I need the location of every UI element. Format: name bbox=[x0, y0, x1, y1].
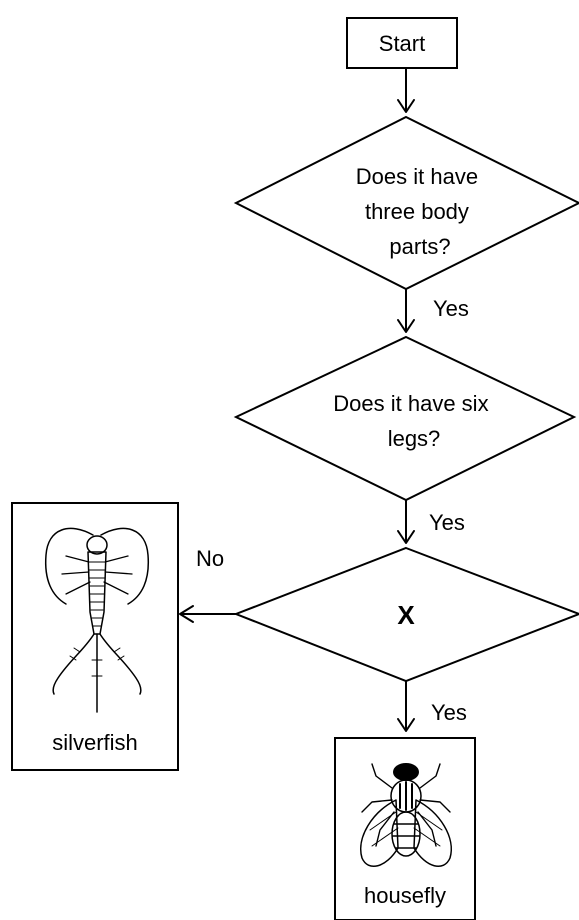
yes-label-1: Yes bbox=[433, 296, 469, 321]
start-label: Start bbox=[379, 31, 425, 56]
question-3-label: X bbox=[397, 600, 415, 630]
yes-label-2: Yes bbox=[429, 510, 465, 535]
decision-diamond-2 bbox=[236, 337, 574, 500]
question-1-line-3: parts? bbox=[389, 234, 450, 259]
question-1-line-1: Does it have bbox=[356, 164, 478, 189]
silverfish-label: silverfish bbox=[52, 730, 138, 755]
no-label: No bbox=[196, 546, 224, 571]
housefly-label: housefly bbox=[364, 883, 446, 908]
question-1-line-2: three body bbox=[365, 199, 469, 224]
question-2-line-2: legs? bbox=[388, 426, 441, 451]
question-2-line-1: Does it have six bbox=[333, 391, 488, 416]
yes-label-3: Yes bbox=[431, 700, 467, 725]
